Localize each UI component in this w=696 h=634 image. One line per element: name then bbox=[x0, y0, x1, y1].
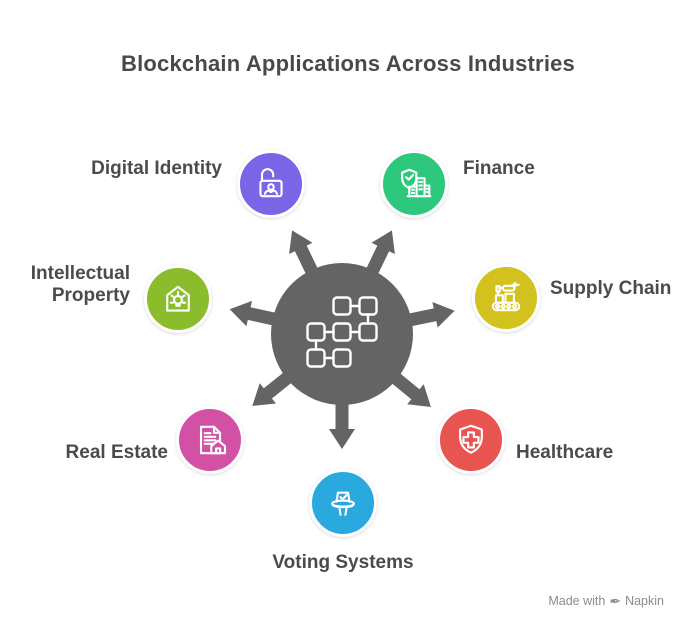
node-label-finance: Finance bbox=[463, 158, 535, 179]
id-card-unlock-icon bbox=[259, 168, 283, 198]
watermark: Made with ✒ Napkin bbox=[548, 594, 664, 608]
diagram-title: Blockchain Applications Across Industrie… bbox=[120, 51, 575, 76]
property-deed-house-icon bbox=[199, 425, 227, 455]
node-finance bbox=[380, 150, 448, 218]
node-label-digital-identity: Digital Identity bbox=[91, 158, 222, 179]
blockchain-network-icon bbox=[306, 296, 378, 368]
node-real-estate bbox=[176, 406, 244, 474]
shield-check-buildings-icon bbox=[401, 168, 432, 198]
node-intellectual-property bbox=[144, 265, 212, 333]
node-label-healthcare: Healthcare bbox=[516, 442, 614, 463]
node-label-supply-chain: Supply Chain bbox=[550, 278, 672, 299]
node-digital-identity bbox=[237, 150, 305, 218]
node-label-intellectual-property: Intellectual Property bbox=[30, 263, 130, 306]
radiating-arrows bbox=[225, 226, 459, 453]
node-label-voting-systems: Voting Systems bbox=[272, 552, 414, 573]
medical-shield-cross-icon bbox=[459, 424, 483, 454]
node-healthcare bbox=[437, 406, 505, 474]
conveyor-belt-icon bbox=[491, 281, 521, 312]
ballot-box-icon bbox=[331, 491, 355, 516]
node-supply-chain bbox=[472, 264, 540, 332]
node-voting-systems bbox=[309, 469, 377, 537]
pen-nib-icon: ✒ bbox=[609, 593, 622, 609]
watermark-brand: Napkin bbox=[625, 594, 664, 608]
node-label-real-estate: Real Estate bbox=[65, 442, 168, 463]
watermark-prefix: Made with bbox=[548, 594, 606, 608]
idea-house-bulb-icon bbox=[166, 285, 190, 312]
